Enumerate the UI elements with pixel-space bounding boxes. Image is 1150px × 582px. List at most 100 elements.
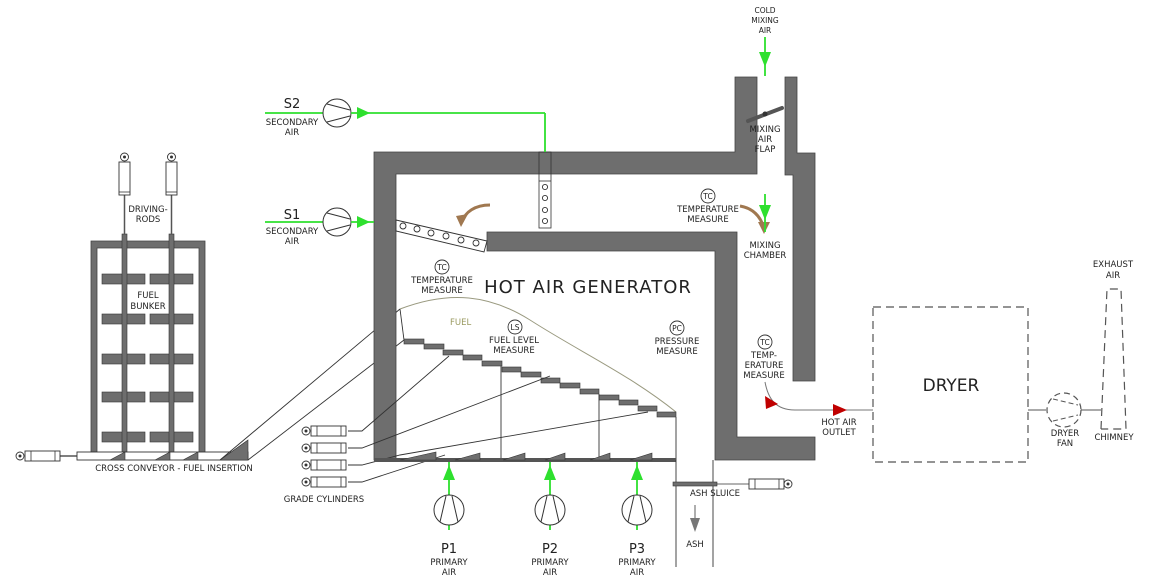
dryer[interactable]: DRYER xyxy=(872,306,1029,463)
svg-text:AIR: AIR xyxy=(1106,271,1120,281)
svg-text:PRESSURE: PRESSURE xyxy=(655,337,700,347)
svg-text:MEASURE: MEASURE xyxy=(743,371,784,381)
blower-p3-id: P3 xyxy=(629,542,645,557)
svg-text:TEMPERATURE: TEMPERATURE xyxy=(410,276,473,286)
svg-text:TEMP-: TEMP- xyxy=(750,351,777,361)
blower-s1-id: S1 xyxy=(284,208,301,223)
svg-text:ERATURE: ERATURE xyxy=(745,361,784,371)
svg-text:LS: LS xyxy=(511,323,520,332)
svg-text:EXHAUST: EXHAUST xyxy=(1093,260,1134,270)
blower-p1[interactable]: P1 PRIMARY AIR xyxy=(430,462,468,578)
combustion-arrowhead-2 xyxy=(758,222,770,234)
fuel-bunker: DRIVING- RODS FUEL BUNKER xyxy=(90,152,206,453)
mixing-duct-wall xyxy=(784,76,816,382)
svg-text:SECONDARY: SECONDARY xyxy=(266,227,319,237)
svg-text:PRIMARY: PRIMARY xyxy=(618,558,656,568)
dryer-label: DRYER xyxy=(923,376,980,396)
hot-air-arrowhead-2 xyxy=(833,404,847,416)
instrument-ls-fuel-level: LS FUEL LEVEL MEASURE xyxy=(489,319,539,356)
grade-cylinder-1 xyxy=(301,425,347,437)
svg-text:TC: TC xyxy=(759,338,769,347)
fuel-bunker-label-1: FUEL xyxy=(137,291,158,301)
svg-text:MEASURE: MEASURE xyxy=(687,215,728,225)
svg-text:AIR: AIR xyxy=(758,135,772,145)
combustion-arrowhead-1 xyxy=(456,214,468,227)
hot-air-arrowhead-1 xyxy=(765,396,778,409)
svg-text:PC: PC xyxy=(672,324,682,333)
outer-wall xyxy=(373,76,758,461)
generator-title: HOT AIR GENERATOR xyxy=(484,277,692,298)
chimney: EXHAUST AIR CHIMNEY xyxy=(1093,260,1134,443)
svg-text:MEASURE: MEASURE xyxy=(421,286,462,296)
svg-text:CHIMNEY: CHIMNEY xyxy=(1094,433,1134,443)
grade-cylinder-3 xyxy=(301,459,347,471)
instrument-tc-generator: TC TEMPERATURE MEASURE xyxy=(410,259,473,296)
svg-text:FLAP: FLAP xyxy=(755,145,776,155)
rod-cylinder-right xyxy=(165,152,178,196)
svg-text:TC: TC xyxy=(436,263,446,272)
ash-sluice: ASH SLUICE ASH xyxy=(672,460,793,567)
fuel-bed: FUEL xyxy=(348,296,677,483)
fuel-level-curve xyxy=(399,296,677,413)
driving-rod-left xyxy=(121,233,128,453)
svg-text:AIR: AIR xyxy=(285,128,299,138)
grade-cylinders-label: GRADE CYLINDERS xyxy=(284,495,364,505)
rod-cylinder-left xyxy=(118,152,131,196)
svg-text:MIXING: MIXING xyxy=(749,241,780,251)
mixing-air-flap[interactable]: MIXING AIR FLAP xyxy=(746,106,784,155)
hot-air-outlet: HOT AIR OUTLET xyxy=(764,381,873,438)
svg-text:PRIMARY: PRIMARY xyxy=(430,558,468,568)
svg-text:AIR: AIR xyxy=(543,568,557,578)
svg-text:MIXING: MIXING xyxy=(751,16,779,25)
grate-steps xyxy=(403,338,677,418)
grade-cylinder-2 xyxy=(301,442,347,454)
fuel-label: FUEL xyxy=(450,318,471,328)
svg-text:HOT AIR: HOT AIR xyxy=(821,418,856,428)
blower-s2[interactable]: S2 SECONDARY AIR xyxy=(265,97,546,152)
svg-text:FAN: FAN xyxy=(1057,439,1073,449)
blower-p2[interactable]: P2 PRIMARY AIR xyxy=(531,462,569,578)
driving-rod-right xyxy=(168,233,175,453)
driving-rods-label-1: DRIVING- xyxy=(128,205,167,215)
instrument-pc-pressure: PC PRESSURE MEASURE xyxy=(655,320,700,357)
cross-conveyor-label: CROSS CONVEYOR - FUEL INSERTION xyxy=(95,464,253,474)
dryer-fan[interactable]: DRYER FAN xyxy=(1046,392,1082,449)
svg-text:MEASURE: MEASURE xyxy=(493,346,534,356)
svg-text:SECONDARY: SECONDARY xyxy=(266,118,319,128)
grade-cylinder-4 xyxy=(301,476,347,488)
svg-text:OUTLET: OUTLET xyxy=(822,428,856,438)
blower-p3[interactable]: P3 PRIMARY AIR xyxy=(618,462,656,578)
ash-sluice-gate xyxy=(672,481,718,487)
fuel-bunker-label-2: BUNKER xyxy=(130,302,165,312)
blower-s1[interactable]: S1 SECONDARY AIR xyxy=(265,207,374,247)
cross-conveyor: CROSS CONVEYOR - FUEL INSERTION xyxy=(15,439,253,474)
instrument-tc-outlet: TC TEMP- ERATURE MEASURE xyxy=(743,334,785,381)
ash-label: ASH xyxy=(686,540,704,550)
svg-text:AIR: AIR xyxy=(442,568,456,578)
ash-sluice-label: ASH SLUICE xyxy=(690,489,740,499)
floor-grate-teeth xyxy=(399,451,653,461)
cold-mixing-air: COLD MIXING AIR xyxy=(751,6,779,76)
conveyor-cylinder xyxy=(15,450,77,462)
ash-down-arrow xyxy=(690,518,700,532)
mixing-chamber: MIXING CHAMBER xyxy=(744,194,786,261)
blower-s2-id: S2 xyxy=(284,97,301,112)
svg-text:TEMPERATURE: TEMPERATURE xyxy=(676,205,739,215)
svg-text:DRYER: DRYER xyxy=(1051,429,1079,439)
secondary-nozzle-s1 xyxy=(395,219,488,253)
inner-wall xyxy=(486,231,816,461)
combustion-flow-arrow-1 xyxy=(460,203,491,223)
svg-text:AIR: AIR xyxy=(285,237,299,247)
svg-text:AIR: AIR xyxy=(759,26,772,35)
generator-walls xyxy=(373,76,816,461)
svg-text:PRIMARY: PRIMARY xyxy=(531,558,569,568)
svg-text:MEASURE: MEASURE xyxy=(656,347,697,357)
bunker-frame xyxy=(90,240,206,453)
blower-p1-id: P1 xyxy=(441,542,457,557)
svg-text:TC: TC xyxy=(702,192,712,201)
svg-text:AIR: AIR xyxy=(630,568,644,578)
blower-p2-id: P2 xyxy=(542,542,558,557)
ash-sluice-cylinder xyxy=(748,478,793,490)
grade-cylinders: GRADE CYLINDERS xyxy=(284,425,364,505)
